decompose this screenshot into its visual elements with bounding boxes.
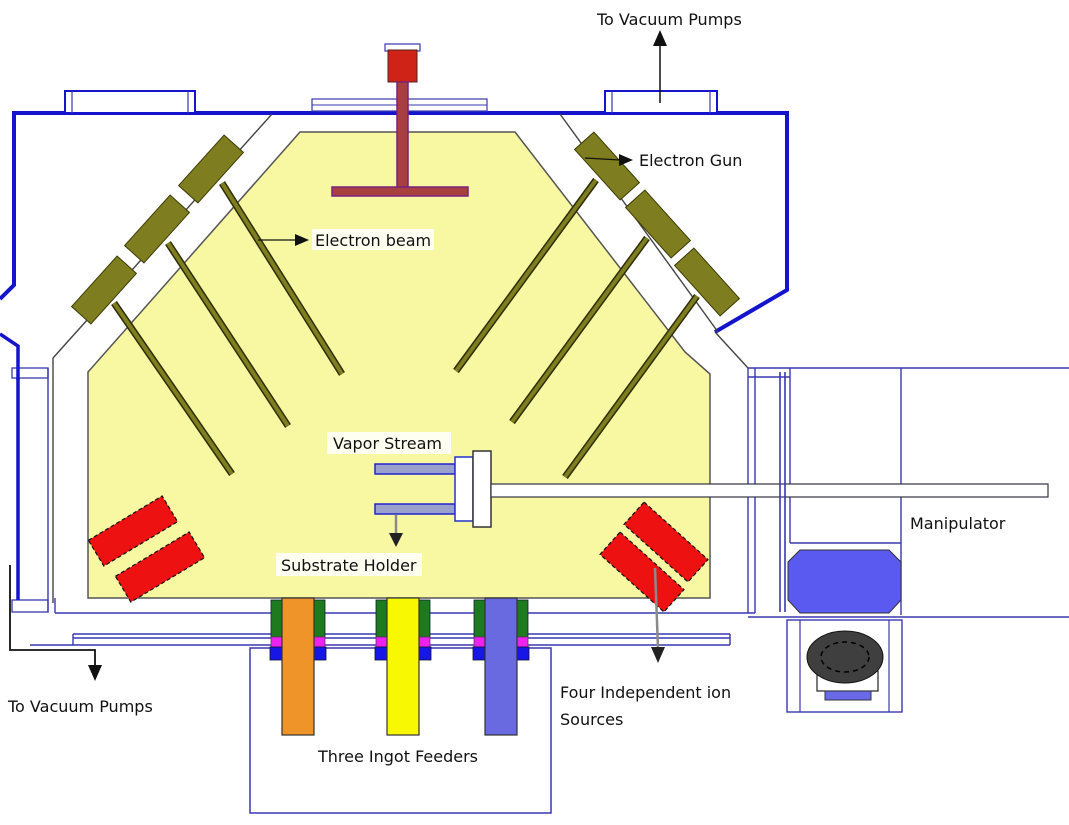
electron-beam-left-2	[166, 241, 290, 428]
ion-source-left-1	[87, 495, 179, 567]
electron-gun-left-3	[70, 255, 138, 325]
label-vapor-stream: Vapor Stream	[333, 434, 442, 453]
manipulator-drive	[786, 549, 903, 713]
electron-beam-left-1	[220, 181, 344, 376]
electron-beam-right-3	[563, 294, 699, 479]
label-electron-beam: Electron beam	[315, 231, 431, 250]
electron-beam-right-2	[510, 236, 649, 424]
top-right-flange	[604, 90, 718, 114]
arrowhead-substrate-holder	[389, 533, 403, 547]
chamber-interior	[87, 131, 711, 599]
ingot-feeders	[269, 597, 530, 736]
electron-gun-left-1	[177, 134, 245, 204]
interior-volume	[87, 131, 711, 599]
shaft-column	[396, 81, 409, 190]
ingot-yellow	[386, 597, 420, 736]
holder-prong-bottom	[374, 503, 456, 515]
ion-source-right-2	[599, 531, 685, 613]
drive-wheel	[806, 630, 884, 684]
electron-beam-right-1	[454, 178, 598, 373]
label-bg-electron-beam	[312, 229, 434, 250]
ingot-blue	[484, 597, 518, 736]
wheel-support-bar	[824, 690, 872, 701]
electron-gun-right-3	[673, 247, 741, 317]
ingot-orange	[281, 597, 315, 736]
ion-source-right-1	[623, 501, 709, 583]
shaft-crossbar	[331, 186, 469, 197]
arrowhead-vacuum-top	[653, 30, 667, 46]
arrowhead-electron-beam	[295, 234, 309, 246]
label-bg-substrate-holder	[276, 553, 422, 576]
electron-gun-left-2	[123, 194, 191, 264]
label-substrate-holder: Substrate Holder	[281, 556, 417, 575]
arrow-ion-sources	[653, 567, 660, 649]
top-left-flange	[64, 90, 196, 114]
arrowhead-ion-sources	[651, 647, 665, 663]
arrowhead-vacuum-bottom	[88, 665, 102, 681]
label-ion-sources-line2: Sources	[560, 710, 623, 729]
holder-hub-inner	[454, 456, 474, 522]
holder-prong-top	[374, 463, 456, 475]
arrowhead-electron-gun	[619, 154, 633, 166]
label-vacuum-top: To Vacuum Pumps	[596, 10, 742, 29]
substrate-rotation-shaft	[331, 43, 469, 197]
electron-beam-left-3	[112, 301, 234, 476]
holder-hub-outer	[472, 450, 492, 528]
electron-guns	[70, 131, 741, 325]
label-vacuum-bottom: To Vacuum Pumps	[7, 697, 153, 716]
label-electron-gun: Electron Gun	[639, 151, 742, 170]
arrow-vacuum-bottom	[9, 565, 96, 667]
drive-wheel-hub	[820, 641, 870, 673]
annotations: To Vacuum Pumps Electron Gun Electron be…	[7, 10, 1006, 766]
manipulator-arm	[490, 483, 1049, 498]
shaft-motor-block	[387, 49, 418, 83]
label-ion-sources-line1: Four Independent ion	[560, 683, 731, 702]
left-vacuum-port	[11, 358, 54, 613]
substrate-holder	[374, 450, 492, 528]
arrow-electron-gun	[584, 157, 621, 161]
electron-gun-right-1	[573, 131, 641, 201]
electron-beams	[111, 177, 700, 480]
electron-gun-right-2	[624, 189, 692, 259]
label-bg-vapor-stream	[327, 432, 451, 454]
label-ingot-feeders: Three Ingot Feeders	[317, 747, 478, 766]
label-manipulator: Manipulator	[910, 514, 1006, 533]
drive-bellows-box	[787, 549, 902, 614]
ion-source-left-2	[114, 531, 206, 603]
ion-sources	[87, 495, 709, 613]
manipulator-rod	[490, 372, 1049, 612]
